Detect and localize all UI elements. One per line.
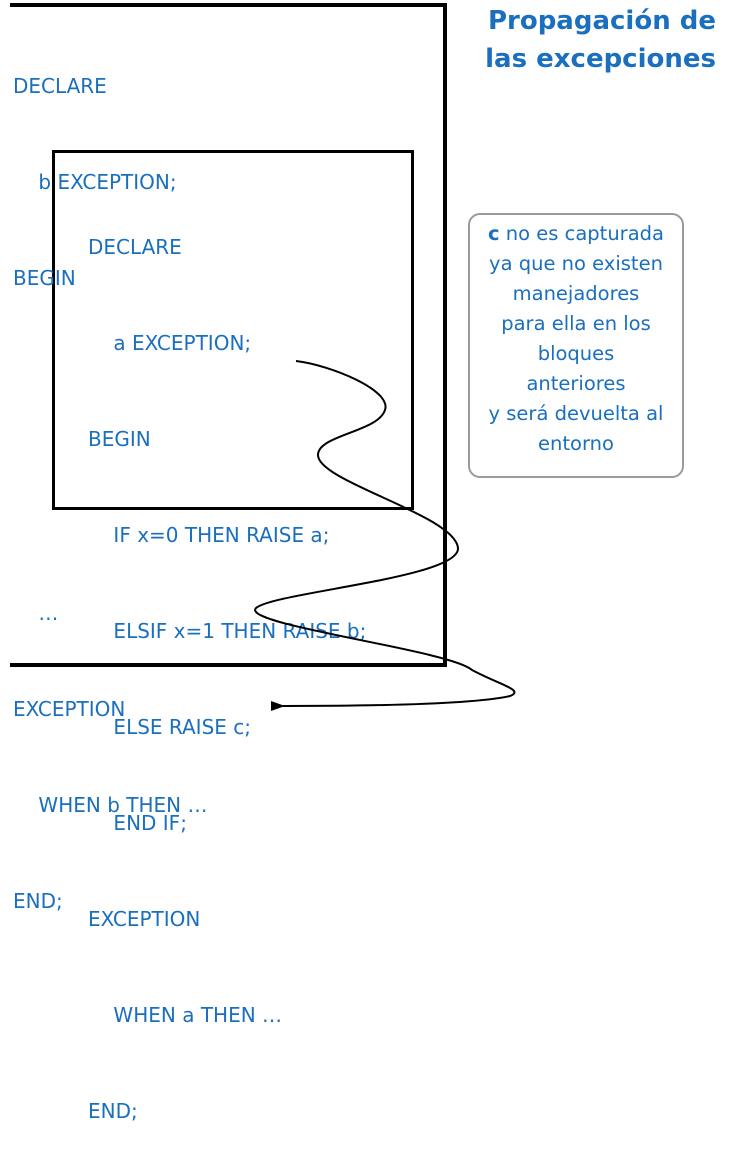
code-line: DECLARE bbox=[13, 74, 107, 98]
code-line: b EXCEPTION; bbox=[13, 170, 177, 194]
code-line: END; bbox=[13, 889, 63, 913]
callout-line: para ella en los bbox=[501, 312, 651, 335]
explanation-callout: c no es capturada ya que no existen mane… bbox=[468, 213, 684, 478]
code-line: … bbox=[13, 601, 59, 625]
callout-line: bloques bbox=[537, 342, 615, 365]
code-line: EXCEPTION bbox=[13, 697, 126, 721]
propagation-curve bbox=[254, 360, 516, 712]
callout-line-rest: no es capturada bbox=[499, 222, 664, 245]
callout-line: manejadores bbox=[512, 282, 640, 305]
diagram-title: Propagación de las excepciones bbox=[456, 2, 716, 78]
callout-line: c no es capturada bbox=[470, 219, 682, 249]
callout-bold-word: c bbox=[488, 222, 500, 245]
title-line-2: las excepciones bbox=[485, 44, 716, 74]
code-line: a EXCEPTION; bbox=[88, 331, 252, 355]
callout-line: entorno bbox=[538, 432, 614, 455]
code-line: IF x=0 THEN RAISE a; bbox=[88, 523, 330, 547]
inner-block-frame bbox=[52, 150, 414, 510]
code-line: BEGIN bbox=[13, 266, 76, 290]
code-line: END; bbox=[88, 1099, 138, 1123]
title-line-1: Propagación de bbox=[487, 6, 716, 36]
callout-line: y será devuelta al bbox=[488, 402, 664, 425]
callout-line: ya que no existen bbox=[489, 252, 663, 275]
callout-line: anteriores bbox=[526, 372, 626, 395]
code-line: BEGIN bbox=[88, 427, 151, 451]
code-line: DECLARE bbox=[88, 235, 182, 259]
outer-block-header: DECLARE b EXCEPTION; BEGIN bbox=[13, 6, 177, 326]
outer-block-frame bbox=[10, 3, 447, 667]
code-line: WHEN b THEN … bbox=[13, 793, 208, 817]
propagation-path bbox=[254, 360, 516, 712]
code-line: WHEN a THEN … bbox=[88, 1003, 283, 1027]
code-line: ELSIF x=1 THEN RAISE b; bbox=[88, 619, 367, 643]
